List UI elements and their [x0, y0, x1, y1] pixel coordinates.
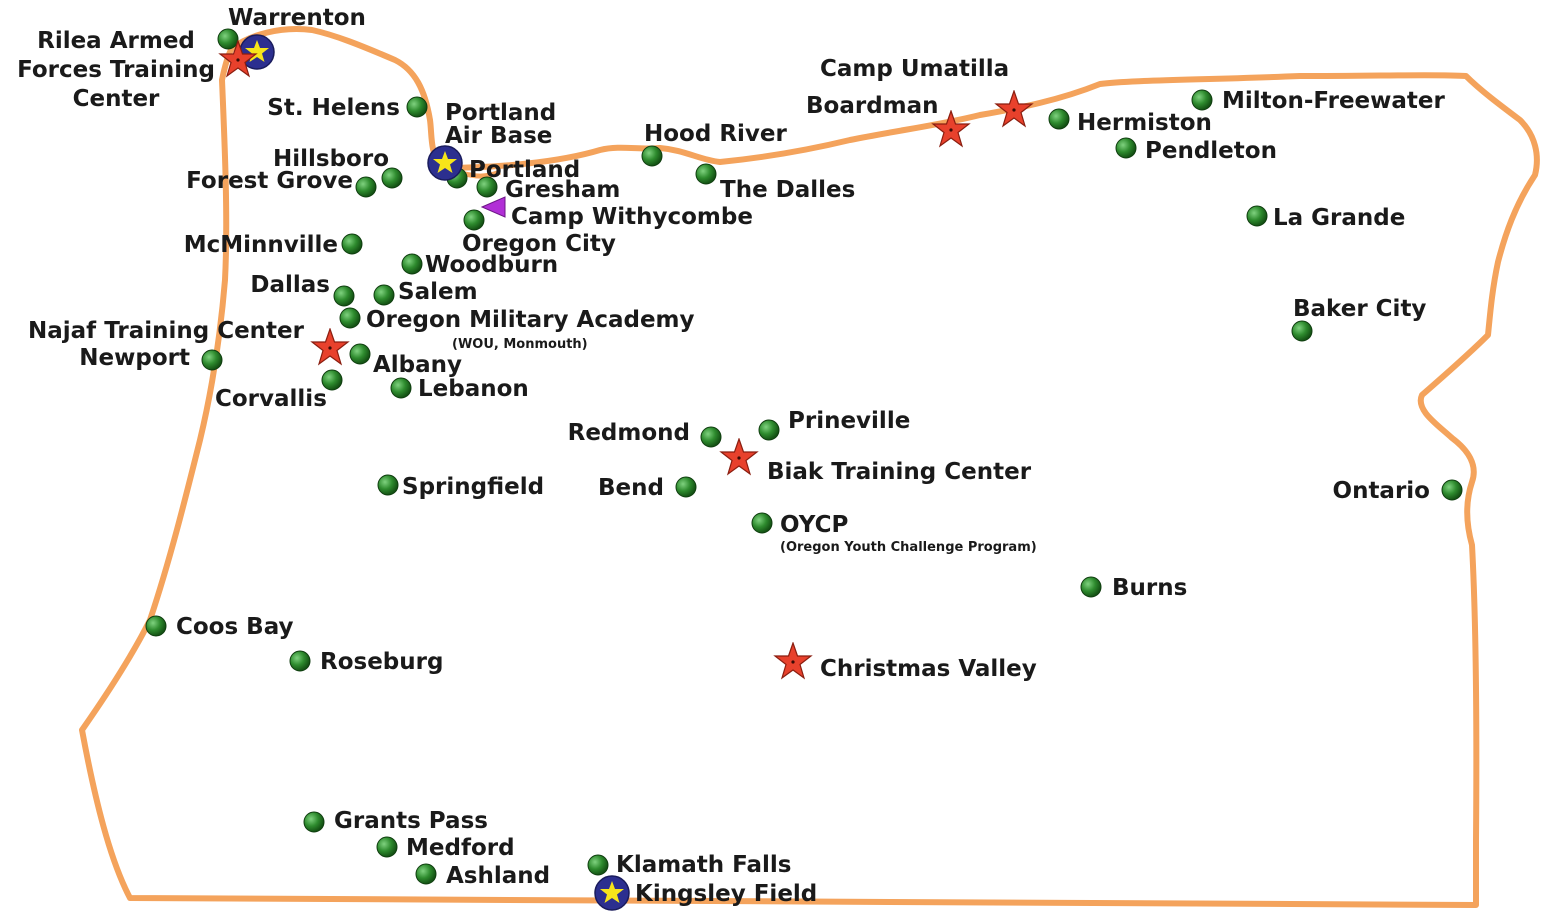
baker-city-marker[interactable]: [1291, 320, 1313, 342]
prineville-marker[interactable]: [758, 419, 780, 441]
newport-marker[interactable]: [201, 349, 223, 371]
label-newport: Newport: [79, 345, 190, 371]
camp-umatilla-star-icon[interactable]: [995, 90, 1033, 127]
redmond-marker[interactable]: [700, 426, 722, 448]
label-oycp-sub: (Oregon Youth Challenge Program): [780, 540, 1037, 555]
klamath-falls-marker[interactable]: [587, 854, 609, 876]
burns-marker[interactable]: [1080, 576, 1102, 598]
portland-air-base-marker[interactable]: [427, 145, 463, 181]
hood-river-marker[interactable]: [641, 145, 663, 167]
roseburg-marker[interactable]: [289, 650, 311, 672]
label-medford: Medford: [406, 835, 515, 861]
label-oregon-city: Oregon City: [462, 231, 616, 257]
label-camp-withycombe: Camp Withycombe: [511, 204, 753, 230]
label-redmond: Redmond: [568, 420, 690, 446]
label-oycp: OYCP: [780, 512, 848, 538]
label-la-grande: La Grande: [1273, 205, 1405, 231]
oycp-marker[interactable]: [751, 512, 773, 534]
label-grants-pass: Grants Pass: [334, 808, 488, 834]
label-prineville: Prineville: [788, 408, 910, 434]
training-center-markers: [219, 40, 1033, 679]
label-portland-air-2: Air Base: [445, 123, 552, 149]
label-baker-city: Baker City: [1293, 296, 1426, 322]
pendleton-marker[interactable]: [1115, 137, 1137, 159]
the-dalles-marker[interactable]: [695, 163, 717, 185]
milton-freewater-marker[interactable]: [1191, 89, 1213, 111]
label-oma: Oregon Military Academy: [366, 307, 695, 333]
label-ontario: Ontario: [1333, 478, 1430, 504]
oregon-city-marker[interactable]: [463, 209, 485, 231]
label-gresham: Gresham: [505, 177, 620, 203]
label-st-helens: St. Helens: [267, 95, 400, 121]
ashland-marker[interactable]: [415, 863, 437, 885]
lebanon-marker[interactable]: [390, 377, 412, 399]
label-milton-freewater: Milton-Freewater: [1222, 88, 1446, 114]
bend-marker[interactable]: [675, 476, 697, 498]
dallas-marker[interactable]: [333, 285, 355, 307]
st-helens-marker[interactable]: [406, 96, 428, 118]
najaf-star-icon[interactable]: [311, 328, 349, 365]
label-camp-umatilla: Camp Umatilla: [820, 56, 1009, 82]
label-burns: Burns: [1112, 575, 1187, 601]
label-warrenton: Warrenton: [228, 5, 366, 31]
salem-marker[interactable]: [373, 284, 395, 306]
label-corvallis: Corvallis: [215, 386, 327, 412]
label-najaf: Najaf Training Center: [28, 318, 305, 344]
la-grande-marker[interactable]: [1246, 205, 1268, 227]
biak-star-icon[interactable]: [720, 438, 758, 475]
medford-marker[interactable]: [376, 836, 398, 858]
label-biak: Biak Training Center: [767, 459, 1032, 485]
label-the-dalles: The Dalles: [720, 177, 855, 203]
label-coos-bay: Coos Bay: [176, 614, 294, 640]
grants-pass-marker[interactable]: [303, 811, 325, 833]
label-oma-sub: (WOU, Monmouth): [452, 337, 588, 352]
label-hillsboro: Hillsboro: [273, 146, 389, 172]
christmas-valley-star-icon[interactable]: [774, 642, 812, 679]
label-rilea-2: Forces Training: [17, 57, 215, 83]
label-forest-grove: Forest Grove: [186, 168, 353, 194]
place-labels: Warrenton Rilea Armed Forces Training Ce…: [17, 5, 1445, 907]
kingsley-field-marker[interactable]: [594, 875, 630, 911]
label-portland: Portland: [469, 157, 580, 183]
mcminnville-marker[interactable]: [341, 233, 363, 255]
oma-marker[interactable]: [339, 307, 361, 329]
springfield-marker[interactable]: [377, 474, 399, 496]
label-boardman: Boardman: [806, 93, 939, 119]
ontario-marker[interactable]: [1441, 479, 1463, 501]
label-dallas: Dallas: [250, 272, 330, 298]
label-rilea-3: Center: [73, 86, 160, 112]
hermiston-marker[interactable]: [1048, 108, 1070, 130]
albany-marker[interactable]: [349, 343, 371, 365]
warrenton-marker[interactable]: [217, 28, 239, 50]
label-roseburg: Roseburg: [320, 649, 443, 675]
label-bend: Bend: [598, 475, 664, 501]
label-christmas-valley: Christmas Valley: [820, 656, 1037, 682]
coos-bay-marker[interactable]: [145, 615, 167, 637]
label-ashland: Ashland: [446, 863, 550, 889]
label-hermiston: Hermiston: [1077, 110, 1212, 136]
label-salem: Salem: [398, 279, 478, 305]
label-rilea-1: Rilea Armed: [37, 28, 195, 54]
camp-withycombe-triangle-icon[interactable]: [480, 196, 506, 218]
label-pendleton: Pendleton: [1145, 138, 1277, 164]
label-kingsley-field: Kingsley Field: [635, 881, 817, 907]
woodburn-marker[interactable]: [401, 253, 423, 275]
label-hood-river: Hood River: [644, 121, 788, 147]
label-lebanon: Lebanon: [418, 376, 529, 402]
label-albany: Albany: [373, 352, 462, 378]
label-woodburn: Woodburn: [425, 252, 558, 278]
label-klamath-falls: Klamath Falls: [616, 852, 791, 878]
label-portland-air-1: Portland: [445, 100, 556, 126]
forest-grove-marker[interactable]: [355, 176, 377, 198]
label-springfield: Springfield: [402, 474, 544, 500]
label-mcminnville: McMinnville: [184, 232, 338, 258]
